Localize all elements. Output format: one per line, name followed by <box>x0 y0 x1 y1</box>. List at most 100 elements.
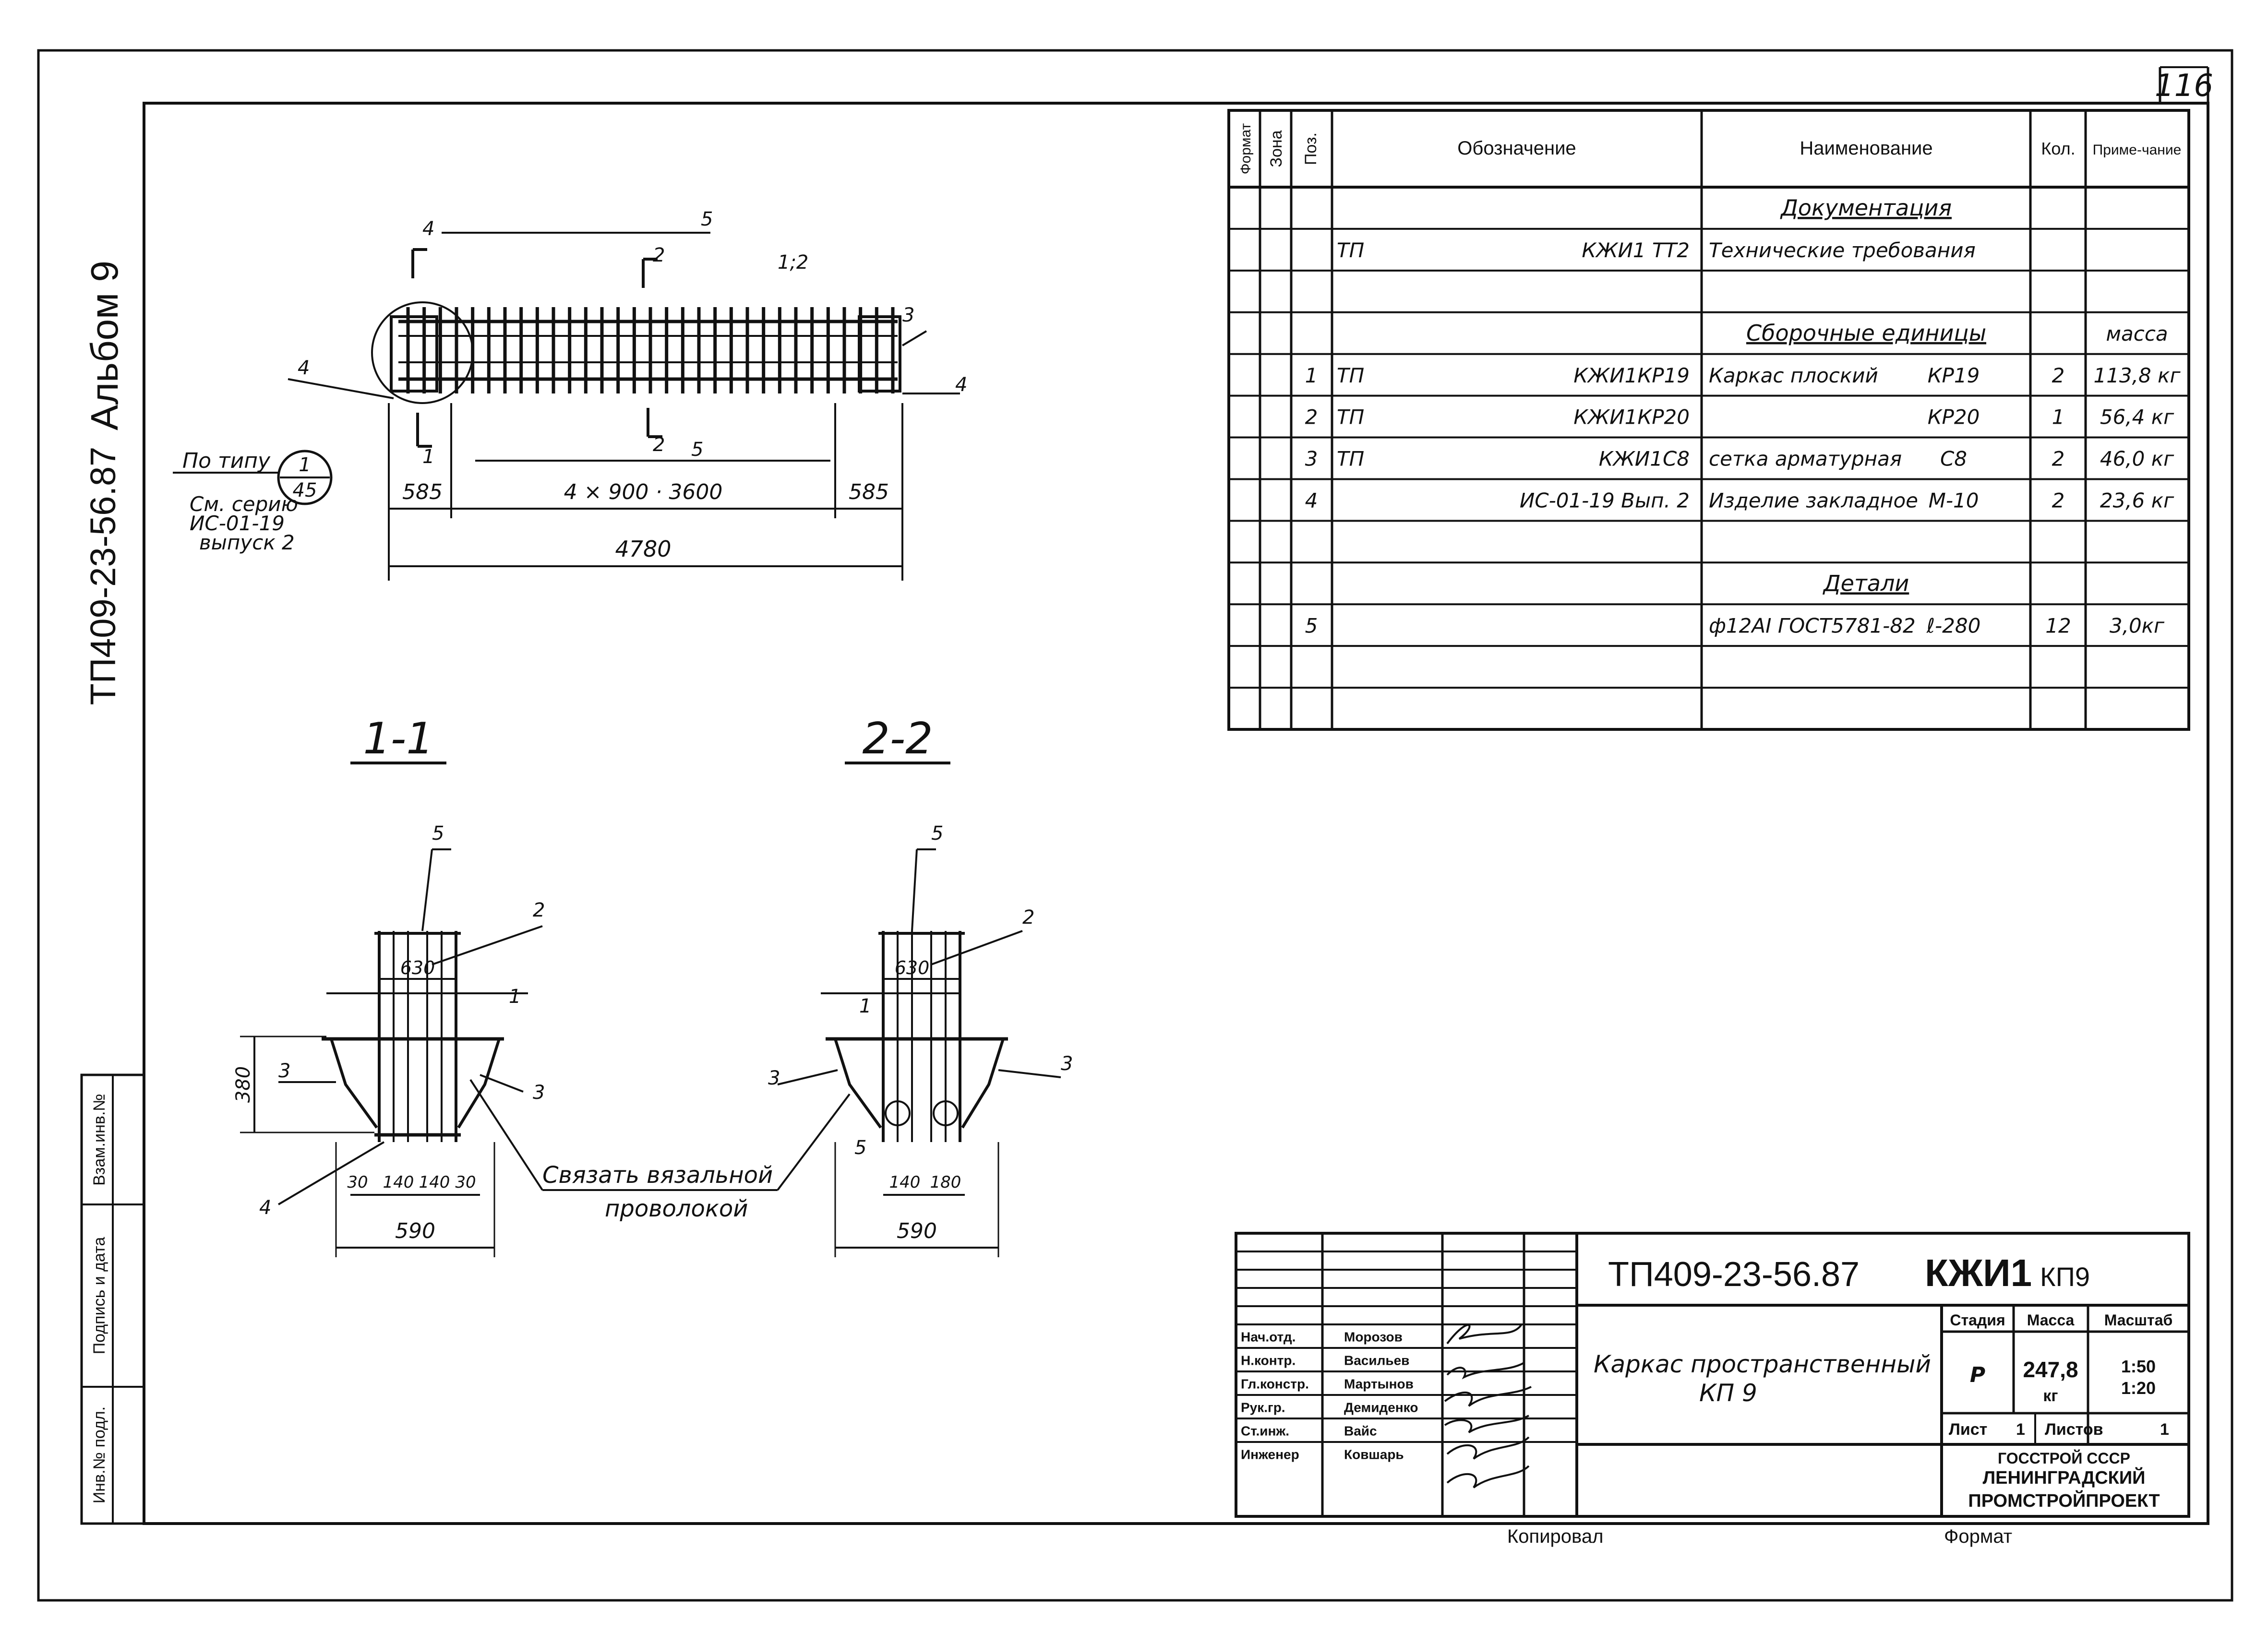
tb-staff-role: Ст.инж. <box>1241 1423 1289 1438</box>
s11-dim-b4: 30 <box>455 1173 476 1192</box>
s22-callout-1: 1 <box>859 995 871 1017</box>
section-1-1 <box>240 762 778 1257</box>
tb-org-1: ГОССТРОЙ СССР <box>1998 1450 2130 1467</box>
s11-dim-b2: 140 <box>383 1173 414 1192</box>
tb-staff-name: Мартынов <box>1344 1376 1414 1391</box>
spec-name: Технические требования <box>1709 238 1976 262</box>
plan-dim-mid: 4 × 900 · 3600 <box>564 480 723 504</box>
signatures <box>1444 1323 1532 1489</box>
spec-obo-pre: ТП <box>1337 405 1364 429</box>
tb-stadiya: Р <box>1970 1363 1985 1387</box>
plan-dim-left: 585 <box>402 480 443 504</box>
tb-org-2: ЛЕНИНГРАДСКИЙ <box>1983 1466 2146 1488</box>
s11-callout-2: 2 <box>533 899 545 921</box>
sheet-number: 116 <box>2155 68 2213 104</box>
plan-callout-5a: 5 <box>701 208 713 230</box>
spec-prim: 23,6 кг <box>2100 489 2174 512</box>
s22-dim-b1: 140 <box>889 1173 921 1192</box>
plan-note-2: ИС-01-19 <box>190 512 285 535</box>
plan-callout-3: 3 <box>902 304 914 326</box>
spec-mark: М-10 <box>1929 489 1979 512</box>
s11-dim-630: 630 <box>400 957 435 978</box>
plan-callout-2b: 2 <box>653 434 665 456</box>
spec-h-prim: Приме-чание <box>2093 142 2182 158</box>
spec-mark: ℓ-280 <box>1926 614 1981 637</box>
spec-obo: КЖИ1С8 <box>1599 447 1690 471</box>
spec-obo-pre: ТП <box>1337 364 1364 387</box>
s11-callout-3b: 3 <box>533 1082 545 1104</box>
spec-h-obo: Обозначение <box>1457 138 1576 159</box>
spec-name: Детали <box>1823 570 1909 596</box>
tb-staff-role: Нач.отд. <box>1241 1329 1296 1344</box>
s11-dim-b1: 30 <box>347 1173 368 1192</box>
sheet-border <box>37 49 2233 1602</box>
strip-podpis-data: Подпись и дата <box>90 1237 108 1355</box>
tb-staff: Нач.отд.МорозовН.контр.ВасильевГл.констр… <box>1241 1329 1418 1462</box>
series-code-vertical: ТП409-23-56.87 <box>83 447 123 705</box>
spec-obo-pre: ТП <box>1337 238 1364 262</box>
tb-list-value: 1 <box>2016 1420 2025 1439</box>
tb-staff-role: Гл.констр. <box>1241 1376 1309 1391</box>
tb-mark-sub: КП9 <box>2040 1262 2090 1292</box>
plan-ref-num: 1 <box>299 454 311 476</box>
tb-massa: 247,8 <box>2023 1357 2078 1382</box>
tb-mark-main: КЖИ1 <box>1925 1251 2032 1294</box>
spec-mark: КР19 <box>1928 364 1980 387</box>
s22-callout-3b: 3 <box>1061 1053 1073 1075</box>
spec-prim: масса <box>2106 322 2168 345</box>
plan-callout-5b: 5 <box>691 439 703 461</box>
strip-vzam-inv: Взам.инв.№ <box>90 1094 108 1186</box>
section-2-2 <box>777 762 1061 1257</box>
plan-note-3: выпуск 2 <box>199 531 295 554</box>
spec-prim: 56,4 кг <box>2100 405 2174 429</box>
spec-h-poz: Поз. <box>1302 132 1320 165</box>
tb-listov-value: 1 <box>2160 1420 2169 1439</box>
spec-name: Изделие закладное <box>1709 489 1918 512</box>
s11-callout-5: 5 <box>432 822 444 845</box>
plan-dim-right: 585 <box>849 480 889 504</box>
spec-kol: 2 <box>2052 447 2065 471</box>
spec-name: ф12АI ГОСТ5781-82 <box>1709 614 1916 637</box>
plan-ref-den: 45 <box>293 479 317 501</box>
spec-obo: ИС-01-19 Вып. 2 <box>1520 489 1690 512</box>
spec-name: Сборочные единицы <box>1746 320 1986 346</box>
plan-callout-4c: 4 <box>955 374 967 396</box>
copied-label: Копировал <box>1507 1526 1603 1547</box>
spec-poz: 3 <box>1305 447 1318 471</box>
spec-kol: 12 <box>2045 614 2071 637</box>
tb-staff-name: Вайс <box>1344 1423 1377 1438</box>
tb-staff-role: Инженер <box>1241 1447 1299 1462</box>
tb-listov-label: Листов <box>2045 1420 2103 1439</box>
tb-stadiya-label: Стадия <box>1950 1311 2005 1329</box>
tb-name-2: КП 9 <box>1699 1379 1757 1407</box>
spec-h-kol: Кол. <box>2041 139 2075 158</box>
spec-poz: 5 <box>1305 614 1318 637</box>
s11-dim-b3: 140 <box>419 1173 450 1192</box>
plan-callout-1: 1 <box>422 446 434 468</box>
s22-dim-b2: 180 <box>930 1173 961 1192</box>
tb-code: ТП409-23-56.87 <box>1608 1255 1860 1294</box>
tb-masshtab-1: 1:50 <box>2121 1357 2156 1376</box>
s22-callout-5b: 5 <box>854 1137 866 1159</box>
plan-callout-4a: 4 <box>422 218 434 240</box>
tb-masshtab-2: 1:20 <box>2121 1378 2156 1398</box>
album-label: Альбом 9 <box>83 261 126 430</box>
s11-callout-3a: 3 <box>278 1060 290 1082</box>
spec-prim: 46,0 кг <box>2100 447 2174 471</box>
s11-callout-1: 1 <box>509 986 521 1008</box>
tie-note-1: Связать вязальной <box>542 1162 773 1189</box>
section-1-1-title: 1-1 <box>363 714 434 764</box>
format-label: Формат <box>1944 1526 2012 1547</box>
s22-dim-590: 590 <box>897 1219 937 1243</box>
s11-callout-4: 4 <box>259 1197 271 1219</box>
s22-callout-2: 2 <box>1022 906 1034 929</box>
section-2-2-title: 2-2 <box>863 714 933 764</box>
spec-poz: 4 <box>1305 489 1318 512</box>
spec-name: Документация <box>1780 195 1952 221</box>
spec-poz: 2 <box>1305 405 1318 429</box>
s22-dim-630: 630 <box>895 957 930 978</box>
tb-massa-unit: кг <box>2043 1387 2058 1405</box>
spec-mark: КР20 <box>1928 405 1980 429</box>
strip-inv-podl: Инв.№ подл. <box>90 1406 108 1503</box>
